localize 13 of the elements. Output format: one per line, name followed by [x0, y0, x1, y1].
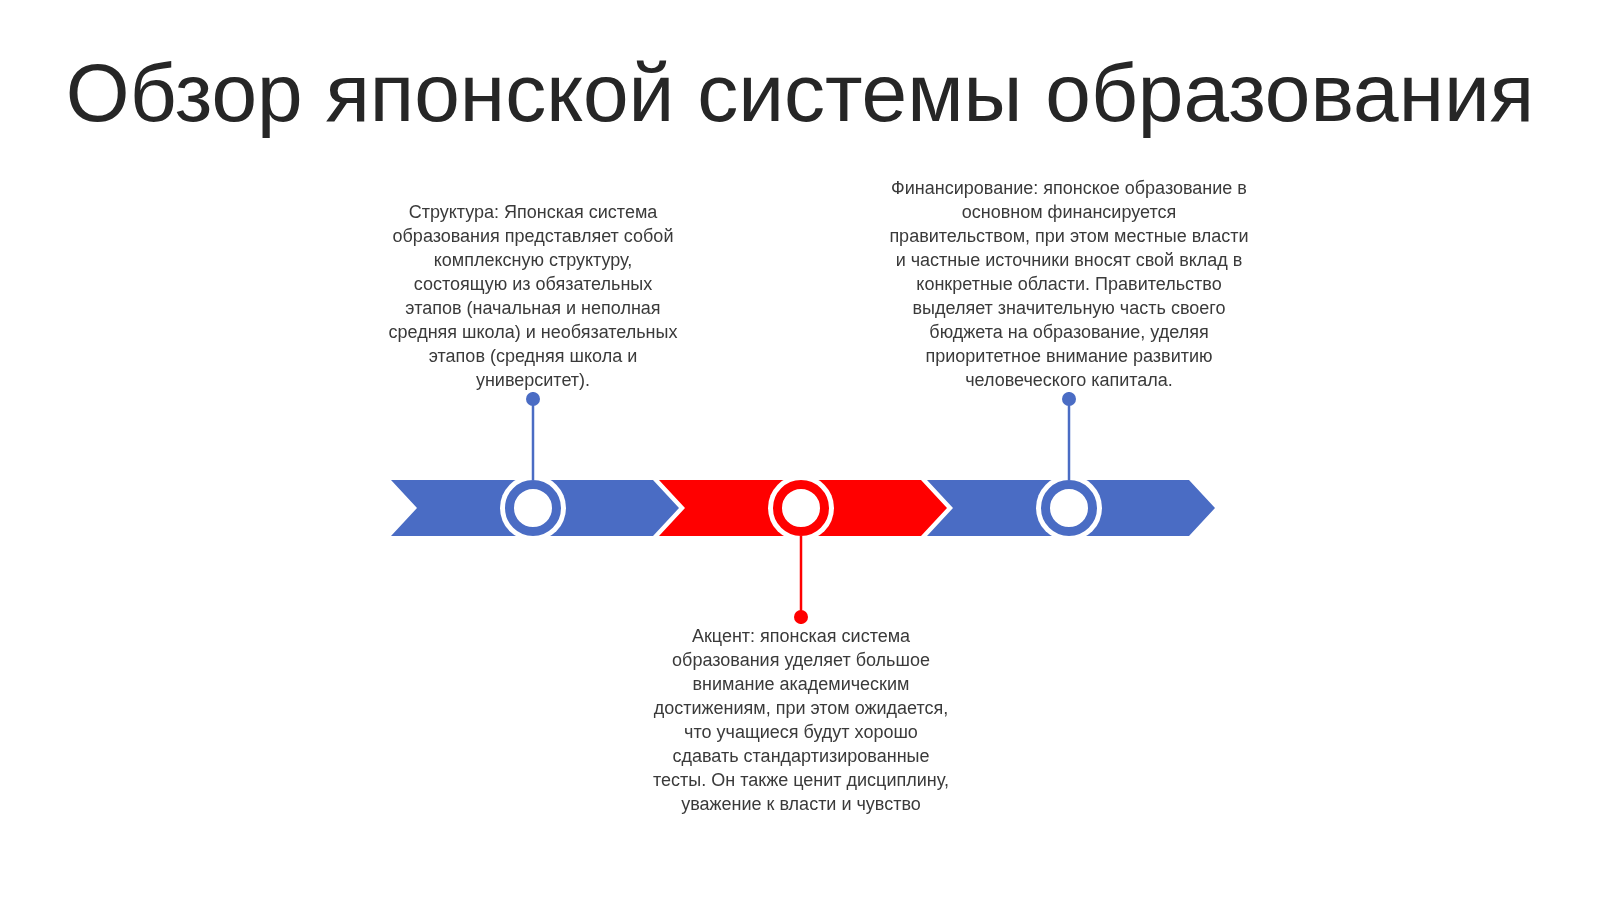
leader-line	[1062, 392, 1076, 480]
chevron-arrow	[659, 480, 947, 536]
ring-marker	[773, 480, 829, 536]
chevron-arrow	[391, 480, 679, 536]
callout-text: Акцент: японская система образования уделяет большое внимание академическим достижениям, при этом ожидается, что учащиеся будут хорошо сдавать стандартизированные тесты. Он также ценит дисциплину, уважение к власти и чувство	[651, 624, 951, 816]
callout-text: Финансирование: японское образование в основном финансируется правительством, при этом местные власти и частные источники вносят свой вклад в конкретные области. Правительство выделяет значительную часть своего бюджета на образование, уделяя приоритетное внимание развитию человеческого капитала.	[889, 176, 1249, 392]
chevron-arrow	[927, 480, 1215, 536]
ring-marker	[505, 480, 561, 536]
ring-marker	[1041, 480, 1097, 536]
leader-line	[794, 536, 808, 624]
leader-line	[526, 392, 540, 480]
title: Обзор японской системы образования	[65, 46, 1535, 140]
callout-text: Структура: Японская система образования представляет собой комплексную структуру, состоящую из обязательных этапов (начальная и неполная средняя школа) и необязательных этапов (средняя школа и университет).	[388, 200, 678, 392]
